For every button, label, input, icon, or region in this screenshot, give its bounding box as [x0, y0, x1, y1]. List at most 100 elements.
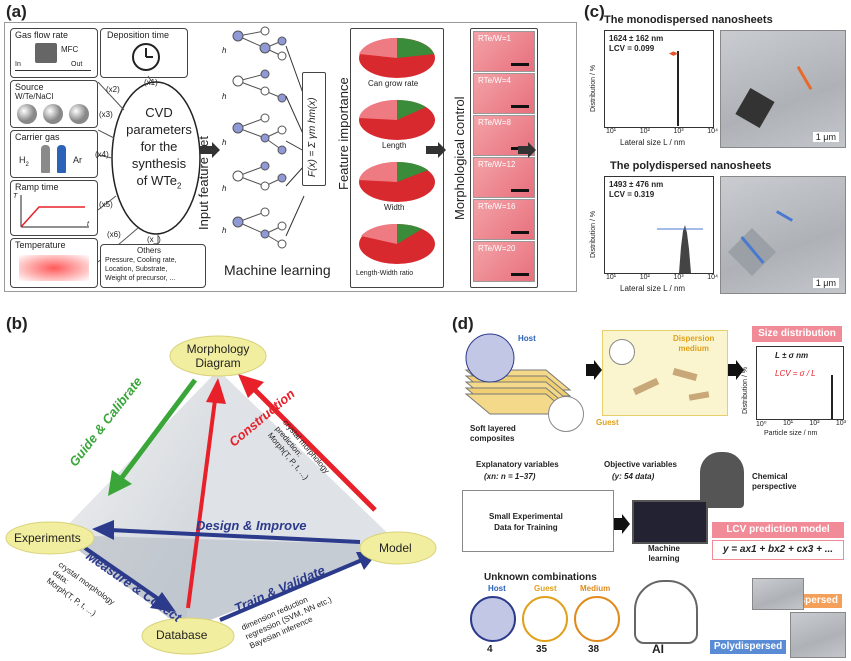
others-line-3: Weight of precursor, ...: [105, 275, 176, 282]
explanatory-label: Explanatory variables: [476, 460, 559, 469]
sem-scale: 1 μm: [812, 132, 839, 142]
guest-label: Guest: [596, 418, 619, 427]
morph-tiles-box: RTe/W=1 RTe/W=4 RTe/W=8 RTe/W=12 RTe/W=1…: [470, 28, 538, 288]
deposition-label: Deposition time: [107, 30, 170, 40]
medium-circle-icon[interactable]: [574, 596, 620, 642]
axis-t: t: [87, 221, 89, 228]
x6-label: (x6): [107, 230, 121, 239]
morphology-line-1: Morphology: [186, 342, 250, 356]
panel-c-label: (c): [584, 2, 605, 21]
tile-2: RTe/W=4: [473, 73, 535, 114]
source-label: Source: [15, 82, 44, 92]
soft-line-2: composites: [470, 434, 515, 443]
ar-cylinder-icon: [57, 145, 66, 173]
host-circle-icon[interactable]: [470, 596, 516, 642]
formula-2: LCV = σ / L: [775, 369, 816, 378]
pie-label-1: Can grow rate: [368, 79, 419, 88]
cvd-sub: 2: [177, 181, 182, 191]
tile-2-label: RTe/W=4: [478, 76, 511, 85]
data-table-box: Small Experimental Data for Training: [462, 490, 614, 552]
h-label-2: h: [222, 92, 227, 101]
cvd-line-5: of WTe2: [124, 172, 194, 195]
toluene-icon: [609, 339, 635, 365]
objective-sub: (y: 54 data): [612, 472, 655, 481]
dispersion-label: Dispersion medium: [673, 334, 714, 354]
h2-text: H: [19, 155, 26, 165]
host-label: Host: [518, 334, 536, 343]
ml-line-2: learning: [648, 554, 680, 563]
small-data-line-1: Small Experimental: [489, 512, 563, 521]
source-box: Source W/Te/NaCl: [10, 80, 98, 128]
mono-xlabel: Lateral size L / nm: [620, 138, 686, 147]
h2-sub: 2: [25, 161, 29, 168]
tile-4: RTe/W=12: [473, 157, 535, 198]
size-dist-ylabel: Distribution / %: [742, 366, 749, 414]
dispersion-line-2: medium: [678, 344, 709, 353]
poly-thumb: [790, 612, 846, 658]
nanosheet-flake: [688, 391, 710, 401]
pie-charts: [359, 37, 435, 264]
cvd-line-3: for the: [140, 139, 178, 154]
others-title: Others: [137, 246, 162, 255]
count-host: 4: [487, 644, 493, 655]
nanosheet-flake: [735, 88, 775, 128]
scale-bar: [511, 231, 529, 234]
feature-importance-label: Feature importance: [336, 77, 351, 190]
scale-bar: [511, 189, 529, 192]
host2-label: Host: [488, 584, 506, 593]
cvd-text: CVD parameters for the synthesis of WTe2: [124, 104, 194, 195]
size-dist-histogram: L ± σ nm LCV = σ / L: [756, 346, 844, 420]
small-data-label: Small Experimental Data for Training: [489, 511, 563, 533]
lcv-model-header: LCV prediction model: [712, 522, 844, 538]
cvd-connectors: [98, 75, 201, 263]
x3-label: (x3): [99, 110, 113, 119]
source-sub-label: W/Te/NaCl: [15, 92, 54, 101]
h-label-1: h: [222, 46, 227, 55]
poly-sem-image: 1 μm: [720, 176, 846, 294]
tick: 10³: [835, 420, 846, 427]
pie-label-2: Length: [382, 141, 407, 150]
mono-lcv: LCV = 0.099: [609, 44, 655, 53]
machine-learning-label: Machine learning: [224, 262, 331, 278]
objective-label: Objective variables: [604, 460, 677, 469]
morphology-node: Morphology Diagram: [178, 342, 258, 370]
poly-histogram: 1493 ± 476 nm LCV = 0.319: [604, 176, 714, 274]
scale-bar: [511, 273, 529, 276]
tile-1-label: RTe/W=1: [478, 34, 511, 43]
cvd-line-5-text: of WTe: [136, 173, 177, 188]
tick: 10²: [809, 420, 820, 427]
panel-d-label: (d): [452, 314, 474, 333]
ml-line-1: Machine: [648, 544, 681, 553]
medium-label: Medium: [580, 584, 611, 593]
carrier-gas-label: Carrier gas: [15, 132, 60, 142]
blue-marker: [775, 210, 794, 222]
tick: 10⁴: [707, 274, 718, 281]
computer-screen-icon: [632, 500, 708, 544]
x2-label: (x2): [106, 85, 120, 94]
tick: 10³: [673, 128, 684, 135]
arrow-right-icon: [614, 514, 630, 534]
sem-scale: 1 μm: [812, 278, 839, 288]
scale-bar: [511, 105, 529, 108]
tick: 10²: [639, 128, 650, 135]
chemical-line-2: perspective: [752, 482, 797, 491]
in-label: In: [15, 61, 21, 68]
poly-bars: [657, 225, 703, 273]
tile-6: RTe/W=20: [473, 241, 535, 282]
mono-histogram: 1624 ± 162 nm LCV = 0.099 ◂▸: [604, 30, 714, 128]
formula-1: L ± σ nm: [775, 351, 809, 360]
dispersion-box: Dispersion medium: [602, 330, 728, 416]
x1-label: (x1): [144, 78, 158, 87]
h2-cylinder-icon: [41, 145, 50, 173]
tetrahedron-diagram: [5, 335, 437, 655]
cvd-line-2: parameters: [126, 122, 192, 137]
guest-molecule-icon: [548, 396, 584, 432]
model-node: Model: [379, 541, 412, 555]
poly-stat: 1493 ± 476 nm: [609, 180, 664, 189]
others-line-2: Location, Substrate,: [105, 266, 168, 273]
unknown-label: Unknown combinations: [484, 572, 597, 583]
guest-circle-icon[interactable]: [522, 596, 568, 642]
experiments-node: Experiments: [14, 531, 81, 545]
